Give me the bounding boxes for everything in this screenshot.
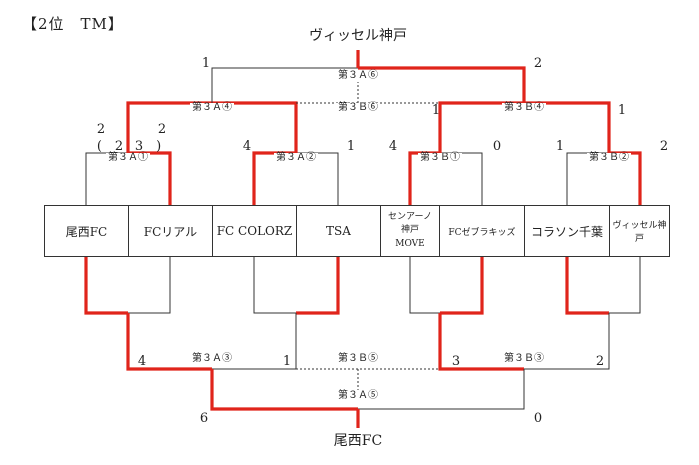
lower-r1-score-3: 3 <box>451 354 461 369</box>
lower-r1-4-right-line <box>609 257 641 314</box>
team-name-6: FCゼブラキッズ <box>448 227 516 238</box>
team-name-5-line-1: センアーノ <box>388 212 432 223</box>
team-box-5: センアーノ 神戸 MOVE <box>380 205 440 257</box>
team-name-2: FCリアル <box>143 224 198 239</box>
team-box-8: ヴィッセル神戸 <box>609 205 670 257</box>
upper-r2-match-1: 第３Ａ④ <box>190 102 234 113</box>
upper-r1-4-right: 2 <box>659 139 669 154</box>
upper-final-left-line <box>211 67 358 103</box>
lower-r1-3-left-line <box>409 257 440 314</box>
lower-final-right-line <box>358 369 525 410</box>
upper-final-right-line <box>358 66 526 103</box>
team-box-1: 尾西FC <box>44 205 129 257</box>
upper-r1-match-4: 第３Ｂ② <box>587 152 631 163</box>
upper-r2-match-2: 第３Ｂ④ <box>502 102 546 113</box>
lower-r2-2-left-line <box>438 313 524 371</box>
upper-r2-2-left-line <box>438 101 524 153</box>
lower-final-score-left: 6 <box>199 411 209 426</box>
upper-r1-1-right-pk: 3 ) <box>134 139 162 154</box>
team-box-3: FC COLORZ <box>212 205 297 257</box>
team-name-7: コラソン千葉 <box>530 224 603 239</box>
upper-r2-1-left-line <box>126 101 212 153</box>
lower-r2-2-right-line <box>524 313 610 370</box>
lower-r2-match-2: 第３Ｂ③ <box>502 353 546 364</box>
lower-r1-1-left-line <box>84 257 128 315</box>
lower-r1-score-1: 4 <box>137 354 147 369</box>
team-name-5-line-3: MOVE <box>395 238 425 249</box>
upper-r2-score-1: 1 <box>431 103 441 118</box>
lower-r1-1-right-line <box>128 257 171 314</box>
upper-r1-match-1: 第３Ａ① <box>106 152 150 163</box>
lower-r2-match-1: 第３Ａ③ <box>190 353 234 364</box>
upper-third-match: 第３Ｂ⑥ <box>336 102 380 113</box>
team-name-5-line-2: 神戸 <box>400 225 419 236</box>
upper-r1-2-left: 4 <box>242 139 252 154</box>
upper-r2-score-2: 1 <box>617 103 627 118</box>
lower-r1-score-4: 2 <box>595 354 605 369</box>
bracket-title: 【2位 TM】 <box>22 15 124 33</box>
team-box-7: コラソン千葉 <box>524 205 610 257</box>
lower-final-score-right: 0 <box>533 411 543 426</box>
lower-r1-2-right-line <box>296 257 340 315</box>
lower-r1-score-2: 1 <box>282 354 292 369</box>
team-box-2: FCリアル <box>128 205 213 257</box>
upper-r1-3-right: 0 <box>492 139 502 154</box>
upper-r1-match-3: 第３Ｂ① <box>418 152 462 163</box>
bottom-champion: 尾西FC <box>333 433 383 449</box>
upper-r1-4-left: 1 <box>555 139 565 154</box>
lower-r1-4-left-line <box>565 257 609 315</box>
upper-r1-1-right: 2 <box>157 122 167 137</box>
upper-r1-match-2: 第３Ａ② <box>274 152 318 163</box>
upper-r2-2-right-line <box>524 101 611 153</box>
upper-r1-1-left-pk: ( 2 <box>96 139 124 154</box>
lower-r1-2-left-line <box>253 257 296 314</box>
upper-final-score-left: 1 <box>201 56 211 71</box>
team-name-8: ヴィッセル神戸 <box>612 221 667 244</box>
lower-final-match: 第３Ａ⑤ <box>336 390 380 401</box>
upper-final-score-right: 2 <box>533 56 543 71</box>
team-box-4: TSA <box>296 205 381 257</box>
team-box-6: FCゼブラキッズ <box>439 205 525 257</box>
upper-final-match: 第３Ａ⑥ <box>336 70 380 81</box>
lower-r2-1-left-line <box>126 313 212 371</box>
lower-r1-3-right-line <box>440 257 484 315</box>
upper-r1-2-right: 1 <box>346 139 356 154</box>
lower-final-left-line <box>210 369 358 411</box>
team-name-1: 尾西FC <box>65 224 108 239</box>
top-champion: ヴィッセル神戸 <box>309 28 407 44</box>
lower-third-match: 第３Ｂ⑤ <box>336 353 380 364</box>
team-name-3: FC COLORZ <box>216 224 293 238</box>
upper-r1-1-left: 2 <box>96 122 106 137</box>
upper-r1-3-left: 4 <box>388 139 398 154</box>
team-name-4: TSA <box>326 224 351 238</box>
